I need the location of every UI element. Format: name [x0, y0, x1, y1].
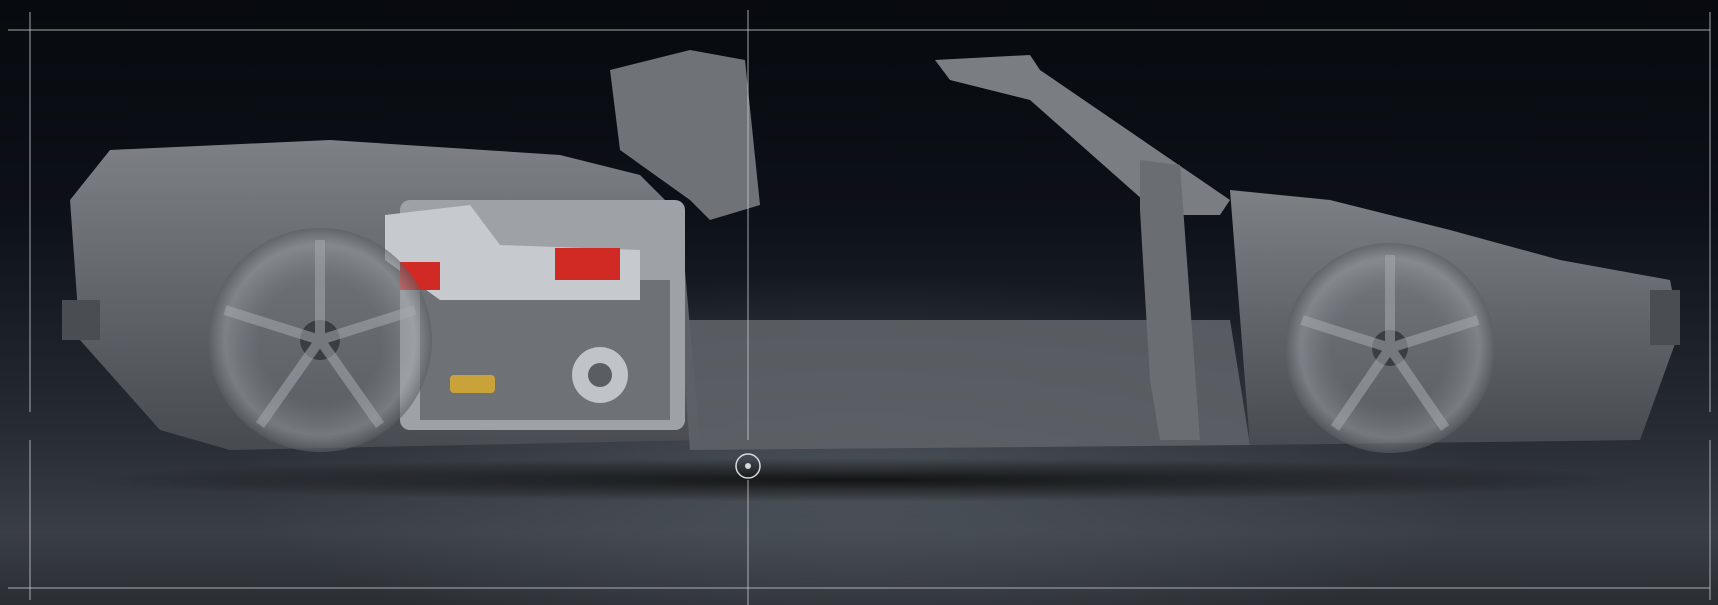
door-opening-pillar [1140, 160, 1200, 440]
rear-bumper-beam [62, 300, 100, 340]
floor-sill [680, 320, 1250, 450]
engine-assembly [385, 200, 685, 430]
windshield-frame [935, 55, 1230, 215]
engine-red-cover-right [555, 248, 620, 280]
center-axis-marker [735, 453, 761, 479]
rear-wheel [208, 228, 432, 452]
front-bumper-beam [1650, 290, 1680, 345]
roll-hoop [610, 50, 760, 220]
front-wheel [1285, 243, 1495, 453]
ground-shadow [80, 458, 1640, 502]
guide-lines [8, 10, 1711, 605]
